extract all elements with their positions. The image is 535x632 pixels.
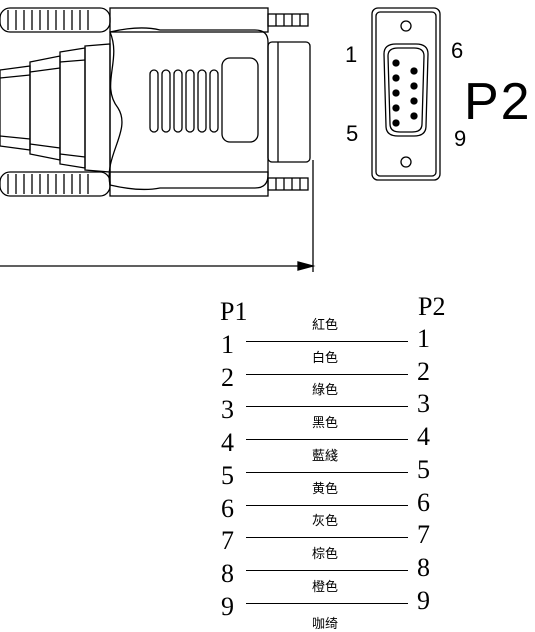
connector-back-shell xyxy=(108,27,269,191)
p1-pin-6: 6 xyxy=(221,493,234,523)
connector-front-plug xyxy=(267,41,311,163)
p1-pin-8: 8 xyxy=(221,558,234,588)
wire-color-label: 黄色 xyxy=(311,481,338,497)
p2-pin-3: 3 xyxy=(417,389,430,419)
right-header: P2 xyxy=(418,292,446,321)
dimension-line xyxy=(0,160,316,272)
wire-color-label: 黑色 xyxy=(311,416,338,432)
pin-label-6: 6 xyxy=(451,38,464,63)
thumbscrew-top xyxy=(0,7,309,33)
left-header: P1 xyxy=(220,297,248,326)
p1-pin-5: 5 xyxy=(221,460,234,490)
wire-color-label: 藍綫 xyxy=(311,448,338,464)
p1-pin-3: 3 xyxy=(221,395,234,425)
mount-hole-bottom xyxy=(400,156,412,168)
cable-strain-relief xyxy=(0,43,111,173)
p1-pin-7: 7 xyxy=(221,526,234,556)
wire-color-label: 白色 xyxy=(311,350,338,366)
wire-line xyxy=(246,569,408,571)
p2-pin-6: 6 xyxy=(417,487,430,517)
wire-color-label: 橙色 xyxy=(311,579,338,595)
db9-face xyxy=(371,7,441,181)
p2-pin-2: 2 xyxy=(417,356,430,386)
p2-pin-4: 4 xyxy=(417,422,430,452)
pin-label-5: 5 xyxy=(346,121,359,146)
p1-pin-9: 9 xyxy=(221,591,234,621)
p2-pin-7: 7 xyxy=(417,520,430,550)
wire-line xyxy=(246,341,408,342)
pin-label-1: 1 xyxy=(345,42,358,67)
p1-pin-1: 1 xyxy=(221,330,234,359)
wire-label-partial: 咖绮 xyxy=(311,617,338,632)
p1-pin-4: 4 xyxy=(221,428,234,458)
p2-pin-5: 5 xyxy=(417,454,430,484)
p2-pin-1: 1 xyxy=(417,324,430,353)
wire-line xyxy=(246,373,408,375)
p1-pin-2: 2 xyxy=(221,362,234,392)
wire-color-label: 綠色 xyxy=(311,383,338,399)
wire-color-label: 紅色 xyxy=(311,318,338,333)
pin-label-9: 9 xyxy=(454,126,467,151)
wire-line xyxy=(246,537,408,539)
wire-line xyxy=(246,504,408,506)
wire-line xyxy=(246,406,408,408)
thumbscrew-bottom xyxy=(0,171,309,197)
connector-label: P2 xyxy=(464,73,532,131)
wire-color-label: 灰色 xyxy=(311,514,338,530)
p2-pin-9: 9 xyxy=(417,585,430,615)
wire-line xyxy=(246,602,408,604)
p2-pin-8: 8 xyxy=(417,552,430,582)
wire-line xyxy=(246,439,408,441)
wire-line xyxy=(246,471,408,473)
wire-color-label: 棕色 xyxy=(311,546,338,562)
mount-hole-top xyxy=(400,20,412,32)
